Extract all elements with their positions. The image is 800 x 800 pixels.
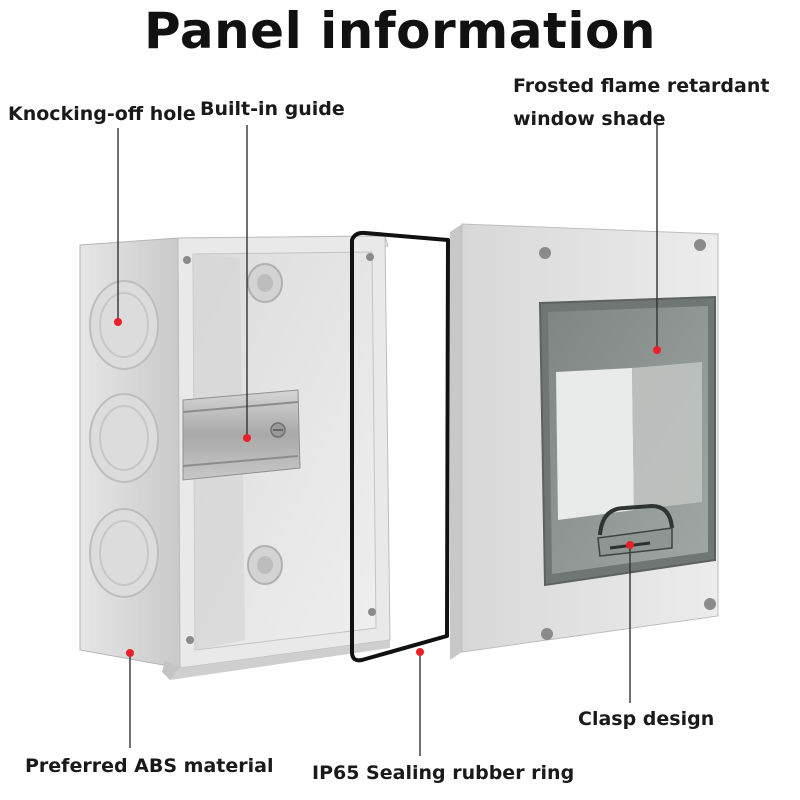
label-window-shade-line2: window shade (513, 108, 666, 130)
marker-built-in-guide (243, 434, 251, 442)
clasp (597, 503, 674, 557)
marker-sealing-ring (416, 648, 424, 656)
sealing-ring (350, 230, 450, 663)
markers (114, 318, 661, 657)
label-window-shade-line1: Frosted flame retardant (513, 75, 770, 97)
leader-lines (117, 125, 658, 756)
marker-abs-material (126, 649, 134, 657)
label-clasp-design: Clasp design (578, 708, 715, 730)
page-title: Panel information (144, 2, 656, 60)
box-base (79, 235, 391, 680)
box-cover (450, 223, 719, 660)
label-abs-material: Preferred ABS material (25, 755, 274, 777)
label-knocking-off-hole: Knocking-off hole (8, 103, 196, 125)
label-sealing-ring: IP65 Sealing rubber ring (312, 762, 575, 784)
label-built-in-guide: Built-in guide (200, 98, 345, 120)
marker-clasp-design (626, 541, 634, 549)
marker-window-shade (653, 346, 661, 354)
label-window-shade: Frosted flame retardant window shade (513, 70, 769, 136)
knockout-holes (89, 280, 159, 598)
din-rail (182, 389, 301, 481)
marker-knocking-off-hole (114, 318, 122, 326)
